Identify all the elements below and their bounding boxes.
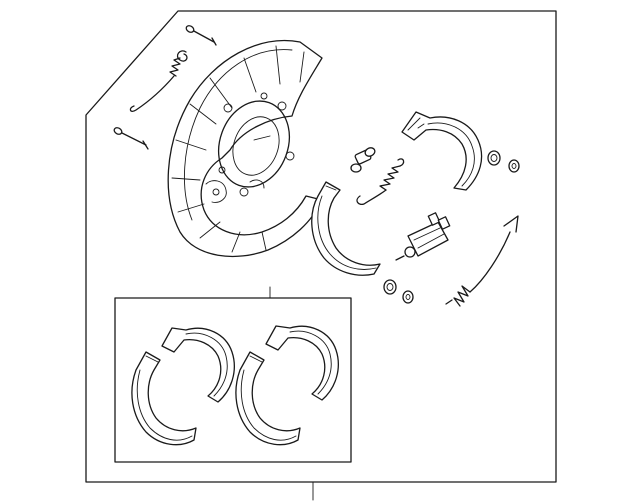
shoe-hold-down-pin-lower bbox=[113, 127, 149, 150]
return-spring-upper bbox=[129, 50, 188, 112]
shoe-kit-left-pair bbox=[131, 327, 235, 446]
outer-frame bbox=[85, 10, 557, 483]
anchor-pin-assembly bbox=[350, 147, 376, 173]
strut-spring-right bbox=[445, 215, 519, 307]
shoe-kit-inset bbox=[114, 297, 352, 463]
shoe-hold-down-pin-top bbox=[185, 25, 217, 46]
parking-shoe-upper bbox=[401, 111, 483, 191]
shoe-kit-right-pair bbox=[235, 325, 339, 446]
hold-down-spring-cup-lower bbox=[383, 279, 414, 304]
adjuster-assembly bbox=[395, 212, 451, 261]
hold-down-spring-cup-right bbox=[487, 150, 520, 173]
parking-shoe-lower bbox=[311, 181, 381, 276]
backing-plate bbox=[167, 40, 323, 258]
adjuster-spring bbox=[356, 158, 405, 206]
